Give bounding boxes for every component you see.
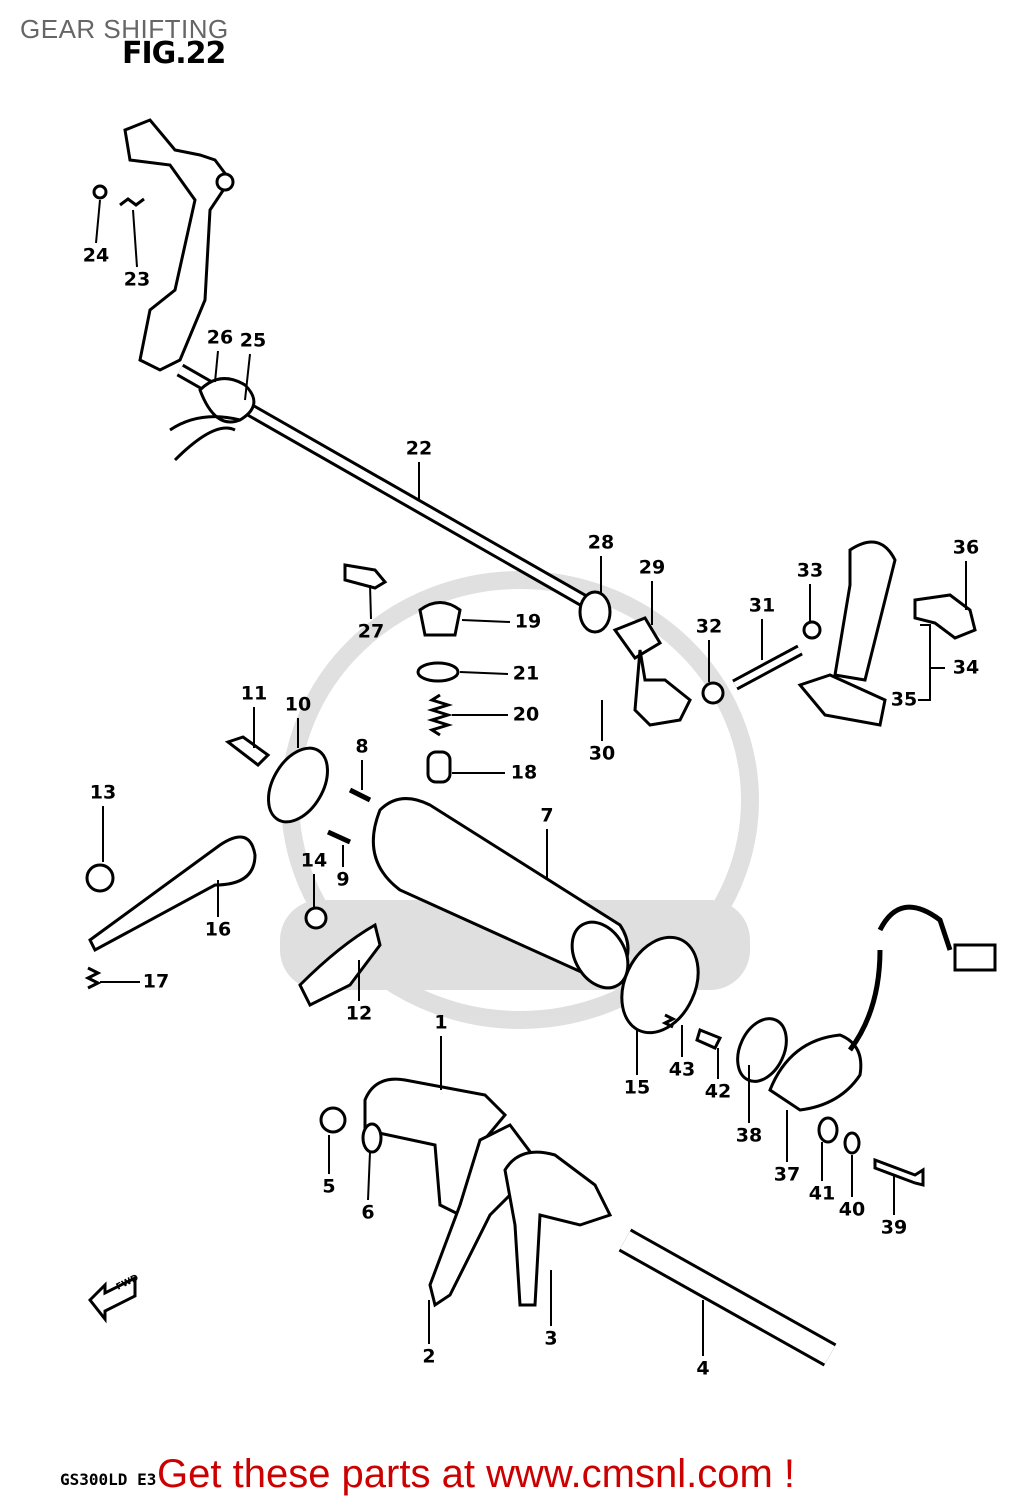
callout-35[interactable]: 35 (891, 689, 917, 711)
callout-2[interactable]: 2 (422, 1346, 435, 1368)
callout-3[interactable]: 3 (544, 1328, 557, 1350)
callout-38[interactable]: 38 (736, 1125, 762, 1147)
parts-drawing: FWD (84, 118, 997, 1367)
callout-30[interactable]: 30 (589, 743, 615, 765)
callout-24[interactable]: 24 (83, 245, 109, 267)
leader-line-21 (459, 671, 509, 675)
callout-23[interactable]: 23 (124, 269, 150, 291)
callout-25[interactable]: 25 (240, 330, 266, 352)
leader-line-25 (244, 353, 251, 401)
leader-line-26 (214, 350, 219, 383)
callout-7[interactable]: 7 (540, 805, 553, 827)
arrow-left-icon (87, 1275, 137, 1324)
leader-line-23 (132, 209, 138, 268)
callout-10[interactable]: 10 (285, 694, 311, 716)
callout-18[interactable]: 18 (511, 762, 537, 784)
callout-14[interactable]: 14 (301, 850, 327, 872)
figure-number: FIG.22 (122, 36, 226, 71)
leader-line-27 (369, 584, 372, 620)
callout-43[interactable]: 43 (669, 1059, 695, 1081)
model-code: GS300LD E3 (60, 1470, 157, 1489)
callout-16[interactable]: 16 (205, 919, 231, 941)
callout-8[interactable]: 8 (355, 736, 368, 758)
callout-41[interactable]: 41 (809, 1183, 835, 1205)
callout-29[interactable]: 29 (639, 557, 665, 579)
promo-link[interactable]: Get these parts at www.cmsnl.com ! (157, 1452, 795, 1496)
callout-11[interactable]: 11 (241, 683, 267, 705)
callout-40[interactable]: 40 (839, 1199, 865, 1221)
callout-26[interactable]: 26 (207, 327, 233, 349)
callout-42[interactable]: 42 (705, 1081, 731, 1103)
page-title: GEAR SHIFTING (20, 14, 229, 44)
bracket-34 (920, 624, 931, 701)
callout-15[interactable]: 15 (624, 1077, 650, 1099)
callout-33[interactable]: 33 (797, 560, 823, 582)
callout-36[interactable]: 36 (953, 537, 979, 559)
callout-5[interactable]: 5 (322, 1176, 335, 1198)
callout-22[interactable]: 22 (406, 438, 432, 460)
callout-1[interactable]: 1 (434, 1012, 447, 1034)
callout-labels: 1234567891011121314151617181920212223242… (83, 199, 979, 1380)
callout-39[interactable]: 39 (881, 1217, 907, 1239)
callout-31[interactable]: 31 (749, 595, 775, 617)
callout-20[interactable]: 20 (513, 704, 539, 726)
callout-13[interactable]: 13 (90, 782, 116, 804)
callout-9[interactable]: 9 (336, 869, 349, 891)
callout-28[interactable]: 28 (588, 532, 614, 554)
callout-17[interactable]: 17 (143, 971, 169, 993)
callout-34[interactable]: 34 (953, 657, 979, 679)
callout-32[interactable]: 32 (696, 616, 722, 638)
leader-line-19 (461, 619, 511, 623)
callout-37[interactable]: 37 (774, 1164, 800, 1186)
callout-6[interactable]: 6 (361, 1202, 374, 1224)
callout-4[interactable]: 4 (696, 1358, 709, 1380)
leader-line-6 (367, 1151, 371, 1201)
callout-12[interactable]: 12 (346, 1003, 372, 1025)
callout-19[interactable]: 19 (515, 611, 541, 633)
callout-27[interactable]: 27 (358, 621, 384, 643)
leader-line-24 (95, 199, 101, 244)
callout-21[interactable]: 21 (513, 663, 539, 685)
